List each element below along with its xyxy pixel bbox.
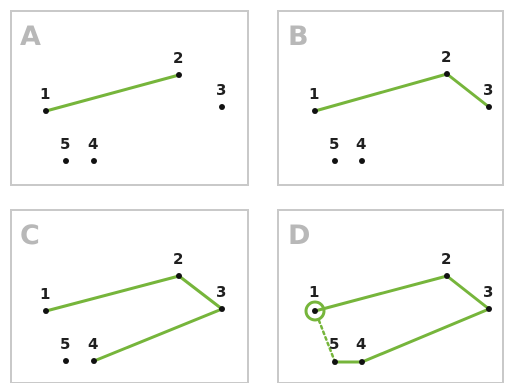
label-4: 4: [356, 335, 366, 353]
panel-d-letter: D: [288, 220, 310, 251]
label-2: 2: [441, 250, 451, 268]
point-1: [312, 108, 318, 114]
point-2: [444, 71, 450, 77]
segment-3-4: [360, 307, 491, 364]
panel-a-frame: [10, 10, 249, 186]
point-2: [176, 72, 182, 78]
label-3: 3: [483, 81, 493, 99]
segment-1-2: [44, 73, 181, 113]
point-4: [91, 158, 97, 164]
panel-b: B 1 2 3 5 4: [277, 10, 504, 186]
segment-5-1-dotted: [316, 316, 337, 364]
point-2: [176, 273, 182, 279]
segment-2-3: [445, 274, 491, 311]
point-4: [359, 359, 365, 365]
point-1: [312, 308, 318, 314]
point-5: [332, 158, 338, 164]
segment-1-2: [313, 274, 449, 313]
label-2: 2: [173, 250, 183, 268]
panel-b-letter: B: [288, 21, 309, 52]
segment-1-2: [44, 274, 181, 313]
label-4: 4: [356, 135, 366, 153]
point-5: [332, 359, 338, 365]
panel-d: D 1 2 3 5 4: [277, 209, 504, 383]
point-5: [63, 358, 69, 364]
panel-c-letter: C: [20, 220, 40, 251]
panel-a-letter: A: [20, 21, 41, 52]
point-4: [359, 158, 365, 164]
point-3: [219, 306, 225, 312]
point-2: [444, 273, 450, 279]
label-4: 4: [88, 335, 98, 353]
segment-2-3: [177, 274, 224, 311]
label-4: 4: [88, 135, 98, 153]
label-1: 1: [40, 285, 50, 303]
label-5: 5: [329, 135, 339, 153]
panel-c: C 1 2 3 5 4: [10, 209, 249, 383]
point-5: [63, 158, 69, 164]
start-point-ring: [304, 300, 326, 322]
label-2: 2: [441, 48, 451, 66]
label-1: 1: [309, 283, 319, 301]
label-5: 5: [60, 335, 70, 353]
panel-a: A 1 2 3 5 4: [10, 10, 249, 186]
label-5: 5: [60, 135, 70, 153]
panel-d-frame: [277, 209, 504, 383]
label-3: 3: [216, 283, 226, 301]
label-3: 3: [483, 283, 493, 301]
point-3: [486, 104, 492, 110]
point-4: [91, 358, 97, 364]
label-1: 1: [40, 85, 50, 103]
point-1: [43, 308, 49, 314]
label-1: 1: [309, 85, 319, 103]
segment-1-2: [313, 72, 449, 113]
panel-c-frame: [10, 209, 249, 383]
label-3: 3: [216, 81, 226, 99]
segment-2-3: [445, 72, 491, 109]
segment-3-4: [92, 307, 224, 363]
label-2: 2: [173, 49, 183, 67]
label-5: 5: [329, 335, 339, 353]
point-3: [219, 104, 225, 110]
point-1: [43, 108, 49, 114]
panel-b-frame: [277, 10, 504, 186]
point-3: [486, 306, 492, 312]
